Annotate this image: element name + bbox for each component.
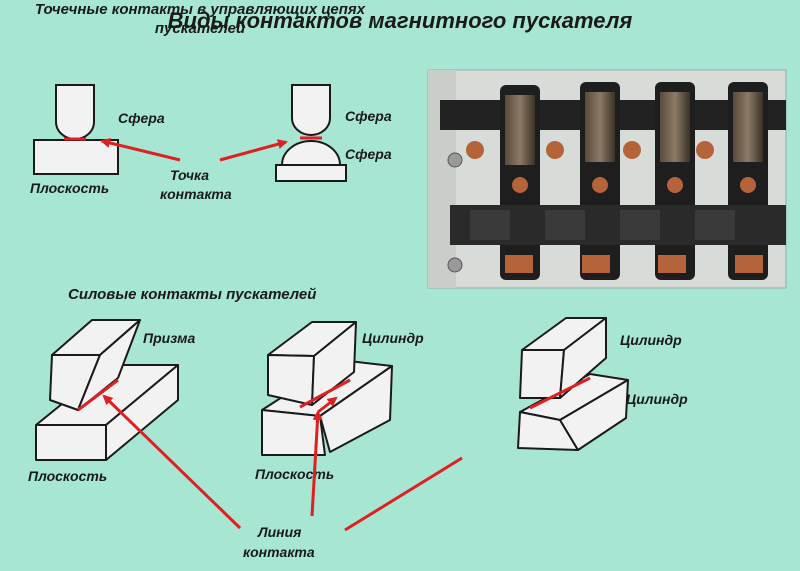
- label-contact-point-2: контакта: [160, 186, 232, 202]
- power-contacts-heading: Силовые контакты пускателей: [68, 286, 317, 303]
- label-plane-power-1: Плоскость: [28, 468, 108, 484]
- power-contact-cylinder-cylinder: [517, 317, 629, 451]
- label-sphere-2: Сфера: [345, 108, 392, 124]
- label-cylinder-3: Цилиндр: [626, 391, 688, 407]
- point-contact-arrows: [100, 138, 288, 162]
- label-plane-point: Плоскость: [30, 180, 110, 196]
- contact-line-mark-3: [529, 376, 591, 410]
- label-contact-line-2: контакта: [243, 544, 315, 560]
- label-sphere-1: Сфера: [118, 110, 165, 126]
- contact-line-arrows: [102, 394, 463, 532]
- label-cylinder-2: Цилиндр: [620, 332, 682, 348]
- label-sphere-3: Сфера: [345, 146, 392, 162]
- label-contact-line-1: Линия: [258, 524, 302, 540]
- label-contact-point-1: Точка: [170, 167, 210, 183]
- contact-line-mark-2: [299, 378, 351, 409]
- point-contact-sphere-plane: [33, 84, 119, 175]
- contact-line-mark-1: [77, 378, 119, 412]
- label-prism: Призма: [143, 330, 196, 346]
- diagram-title: Виды контактов магнитного пускателя: [167, 8, 633, 33]
- power-contact-cylinder-plane: [261, 321, 393, 456]
- label-cylinder-1: Цилиндр: [362, 330, 424, 346]
- point-contact-sphere-sphere: [275, 84, 347, 182]
- contactor-photo: [427, 69, 787, 289]
- point-contacts-heading: Точечные контакты в управляющих цепях пу…: [34, 1, 366, 37]
